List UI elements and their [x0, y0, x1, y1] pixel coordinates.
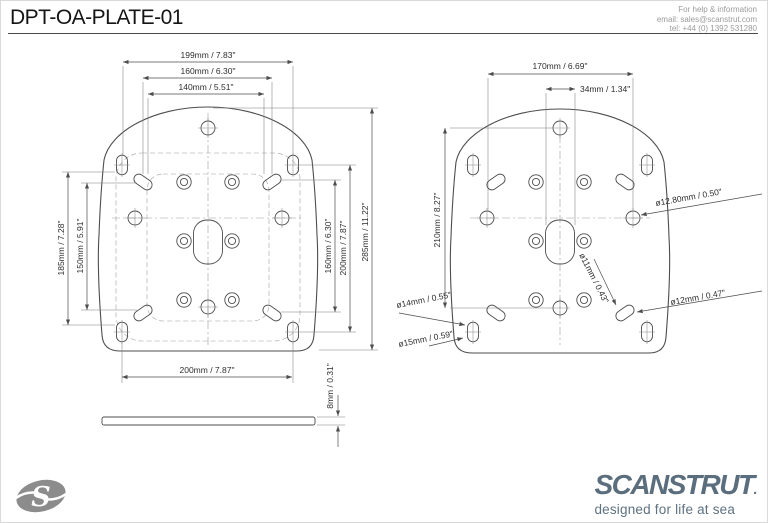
dim-label-back-width-center: 34mm / 1.34": [580, 84, 630, 94]
dim-label-back-width-outer: 170mm / 6.69": [533, 61, 588, 71]
back-dimension-lines: [442, 71, 633, 308]
brand-text: SCANSTRUT: [594, 469, 755, 500]
front-view-drawing: 199mm / 7.83" 160mm / 6.30" 140mm / 5.51…: [56, 50, 378, 383]
logo-letter: S: [31, 482, 51, 513]
dia-label-slot-b: ø12mm / 0.47": [670, 287, 726, 306]
page-title: DPT-OA-PLATE-01: [10, 6, 184, 29]
dim-label-width-outer: 199mm / 7.83": [181, 50, 236, 60]
front-dimension-lines: [65, 59, 375, 380]
technical-drawing: 199mm / 7.83" 160mm / 6.30" 140mm / 5.51…: [56, 50, 763, 447]
help-line: For help & information: [678, 5, 757, 14]
header-divider: [8, 33, 758, 34]
dim-label-height-left-outer: 185mm / 7.28": [56, 221, 66, 276]
dim-label-height-right-outer: 285mm / 11.22": [360, 202, 370, 261]
back-leader-lines: [398, 193, 763, 347]
brand-dot: .: [753, 481, 758, 497]
scanstrut-s-logo-icon: S: [15, 479, 67, 513]
dia-label-corner-b: ø15mm / 0.59": [397, 329, 453, 349]
brand-wordmark: SCANSTRUT.: [594, 471, 758, 501]
side-plate-outline: [101, 416, 316, 426]
help-email: email: sales@scanstrut.com: [656, 14, 757, 24]
front-extension-lines: [62, 66, 378, 383]
dim-label-height-right-inner: 160mm / 6.30": [323, 219, 333, 274]
dim-label-height-right-mid: 200mm / 7.87": [338, 221, 348, 276]
dim-label-width-bottom: 200mm / 7.87": [180, 365, 235, 375]
help-contact-block: For help & information email: sales@scan…: [657, 5, 757, 34]
side-view-drawing: 8mm / 0.31": [101, 363, 345, 447]
dim-label-width-mid: 160mm / 6.30": [181, 66, 236, 76]
help-phone: tel: +44 (0) 1392 531280: [669, 24, 757, 33]
dim-label-thickness: 8mm / 0.31": [325, 363, 335, 409]
back-centerlines: [470, 135, 650, 345]
dim-label-height-left-inner: 150mm / 5.91": [75, 219, 85, 274]
dia-label-corner-a: ø14mm / 0.55": [395, 290, 451, 310]
brand-tagline: designed for life at sea: [594, 502, 736, 517]
brand-block: SCANSTRUT. designed for life at sea: [594, 471, 758, 518]
back-view-drawing: 170mm / 6.69" 34mm / 1.34" 210mm / 8.27"…: [395, 61, 763, 354]
dim-label-width-inner: 140mm / 5.51": [179, 82, 234, 92]
dim-label-back-height-left: 210mm / 8.27": [432, 193, 442, 248]
